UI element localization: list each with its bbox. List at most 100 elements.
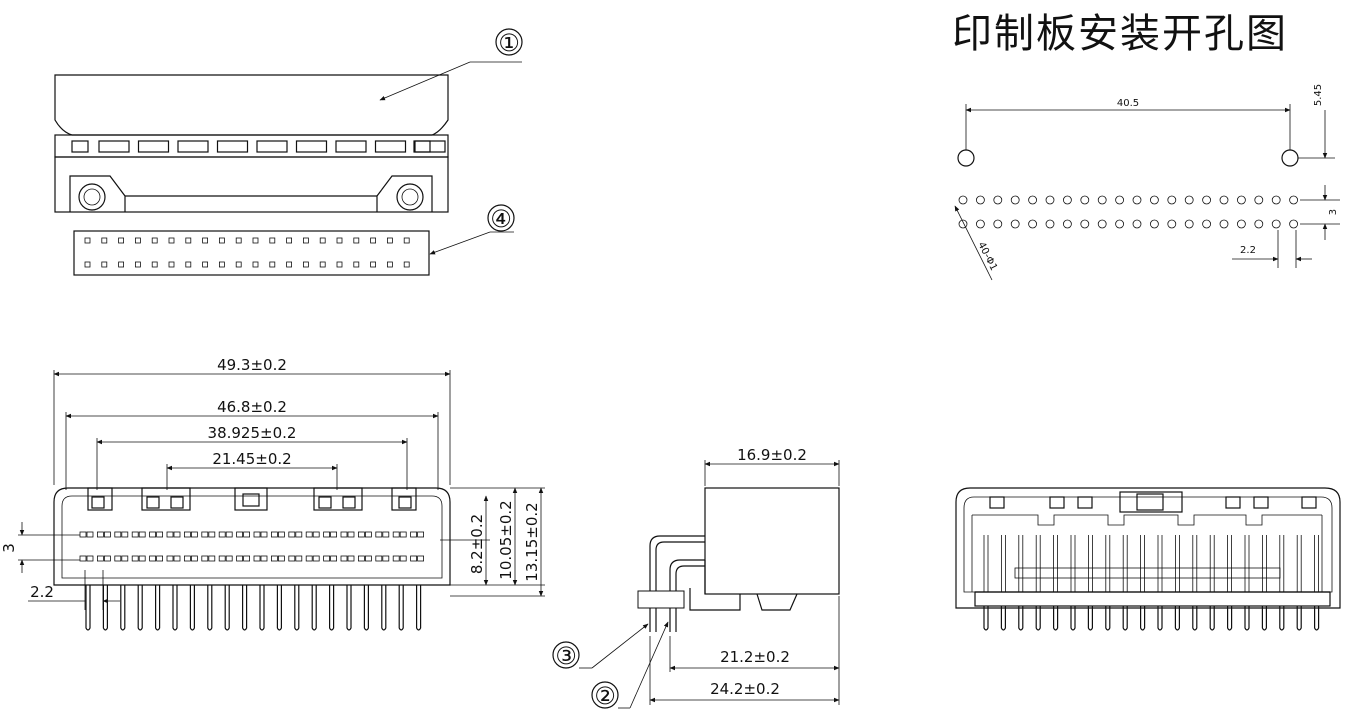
front-pin (346, 585, 352, 631)
rear-tab (989, 496, 1005, 509)
dim-pin-pitch: 2.2 (30, 583, 54, 601)
pcb-hole (1063, 219, 1072, 229)
header-pin (319, 237, 326, 244)
front-contact (399, 531, 407, 538)
front-contact (382, 531, 390, 538)
rear-pin (1105, 606, 1111, 631)
header-pin (370, 237, 377, 244)
top-slot (335, 140, 367, 153)
pcb-hole (1115, 195, 1124, 205)
header-pin (370, 261, 377, 268)
header-pin (202, 237, 209, 244)
front-contact (86, 555, 94, 562)
header-pin (84, 261, 91, 268)
header-pin (386, 261, 393, 268)
top-slot (216, 140, 249, 153)
front-pin (85, 585, 91, 631)
front-contact (330, 555, 338, 562)
front-contact (399, 555, 407, 562)
front-pin (294, 585, 300, 631)
rear-pin (1053, 606, 1059, 631)
rear-pin (1122, 606, 1128, 631)
front-contact (417, 555, 425, 562)
dim-row-pitch: 3 (0, 543, 18, 553)
header-pin (252, 237, 259, 244)
mount-hole-left (957, 149, 975, 167)
front-pin (120, 585, 126, 631)
front-contact (410, 531, 418, 538)
pcb-hole (1237, 219, 1246, 229)
side-view: 16.9±0.2 21.2±0.2 24.2±0.2 ③ ② (552, 446, 840, 710)
header-pin (84, 237, 91, 244)
front-view: 49.3±0.2 46.8±0.2 38.925±0.2 21.45±0.2 8… (0, 356, 545, 631)
front-contact (312, 555, 320, 562)
rear-pin (1296, 606, 1302, 631)
callout-3-circle (552, 641, 580, 669)
front-pin (189, 585, 195, 631)
pcb-hole (976, 219, 985, 229)
header-pin (202, 261, 209, 268)
header-pin (386, 237, 393, 244)
rear-pin (1070, 606, 1076, 631)
front-contact (138, 531, 146, 538)
front-pin (398, 585, 404, 631)
top-slot (137, 140, 170, 153)
rear-pin (1227, 606, 1233, 631)
callout-4-circle (487, 204, 515, 232)
header-pin (118, 237, 124, 244)
header-pin (235, 261, 242, 268)
front-pin (242, 585, 248, 631)
pcb-hole (1219, 195, 1229, 205)
front-contact (208, 555, 216, 562)
header-pin (235, 237, 242, 244)
dim-length-a: 21.2±0.2 (720, 648, 790, 666)
front-contact (295, 531, 303, 538)
front-contact (340, 555, 348, 562)
front-contact (375, 555, 383, 562)
top-view: ① ④ (54, 28, 523, 276)
pcb-hole (1132, 195, 1142, 205)
front-contact (121, 555, 129, 562)
top-slot (256, 140, 288, 153)
front-contact (305, 555, 313, 562)
rear-pin (1279, 606, 1285, 631)
pcb-hole (1289, 219, 1298, 229)
dim-height-b: 10.05±0.2 (497, 500, 515, 579)
pcb-hole (1219, 219, 1229, 229)
dim-inner-width: 46.8±0.2 (217, 398, 287, 416)
callout-2-circle (591, 681, 619, 709)
top-slot (374, 140, 407, 153)
rear-tab (1301, 496, 1317, 509)
callout-3-label: ③ (555, 642, 577, 670)
header-pin (185, 237, 192, 244)
dim-peg-span: 38.925±0.2 (208, 424, 297, 442)
front-contact (121, 531, 129, 538)
hole-spec: 40-Φ1 (975, 240, 999, 272)
front-contact (201, 531, 209, 538)
header-pin (118, 261, 124, 268)
front-contact (79, 531, 87, 538)
front-contact (347, 555, 355, 562)
front-contact (156, 555, 164, 562)
dim-height-a: 8.2±0.2 (468, 514, 486, 574)
pcb-hole (1045, 219, 1055, 229)
header-pin (319, 261, 326, 268)
pcb-hole (1184, 219, 1194, 229)
front-contact (236, 531, 244, 538)
front-contact (173, 555, 181, 562)
header-pin (353, 261, 360, 268)
front-contact (97, 531, 104, 538)
rear-pin (1018, 606, 1024, 631)
pcb-hole (993, 195, 1003, 205)
front-contact (138, 555, 146, 562)
header-pin (403, 237, 410, 244)
pcb-hole (1271, 195, 1281, 205)
front-contact (375, 531, 383, 538)
pcb-hole (958, 195, 968, 205)
dim-latch-span: 21.45±0.2 (212, 450, 291, 468)
pcb-hole (993, 219, 1003, 229)
top-slot (295, 140, 328, 153)
callout-4-label: ④ (490, 205, 512, 233)
pcb-hole (1167, 219, 1177, 229)
front-contact (149, 555, 157, 562)
